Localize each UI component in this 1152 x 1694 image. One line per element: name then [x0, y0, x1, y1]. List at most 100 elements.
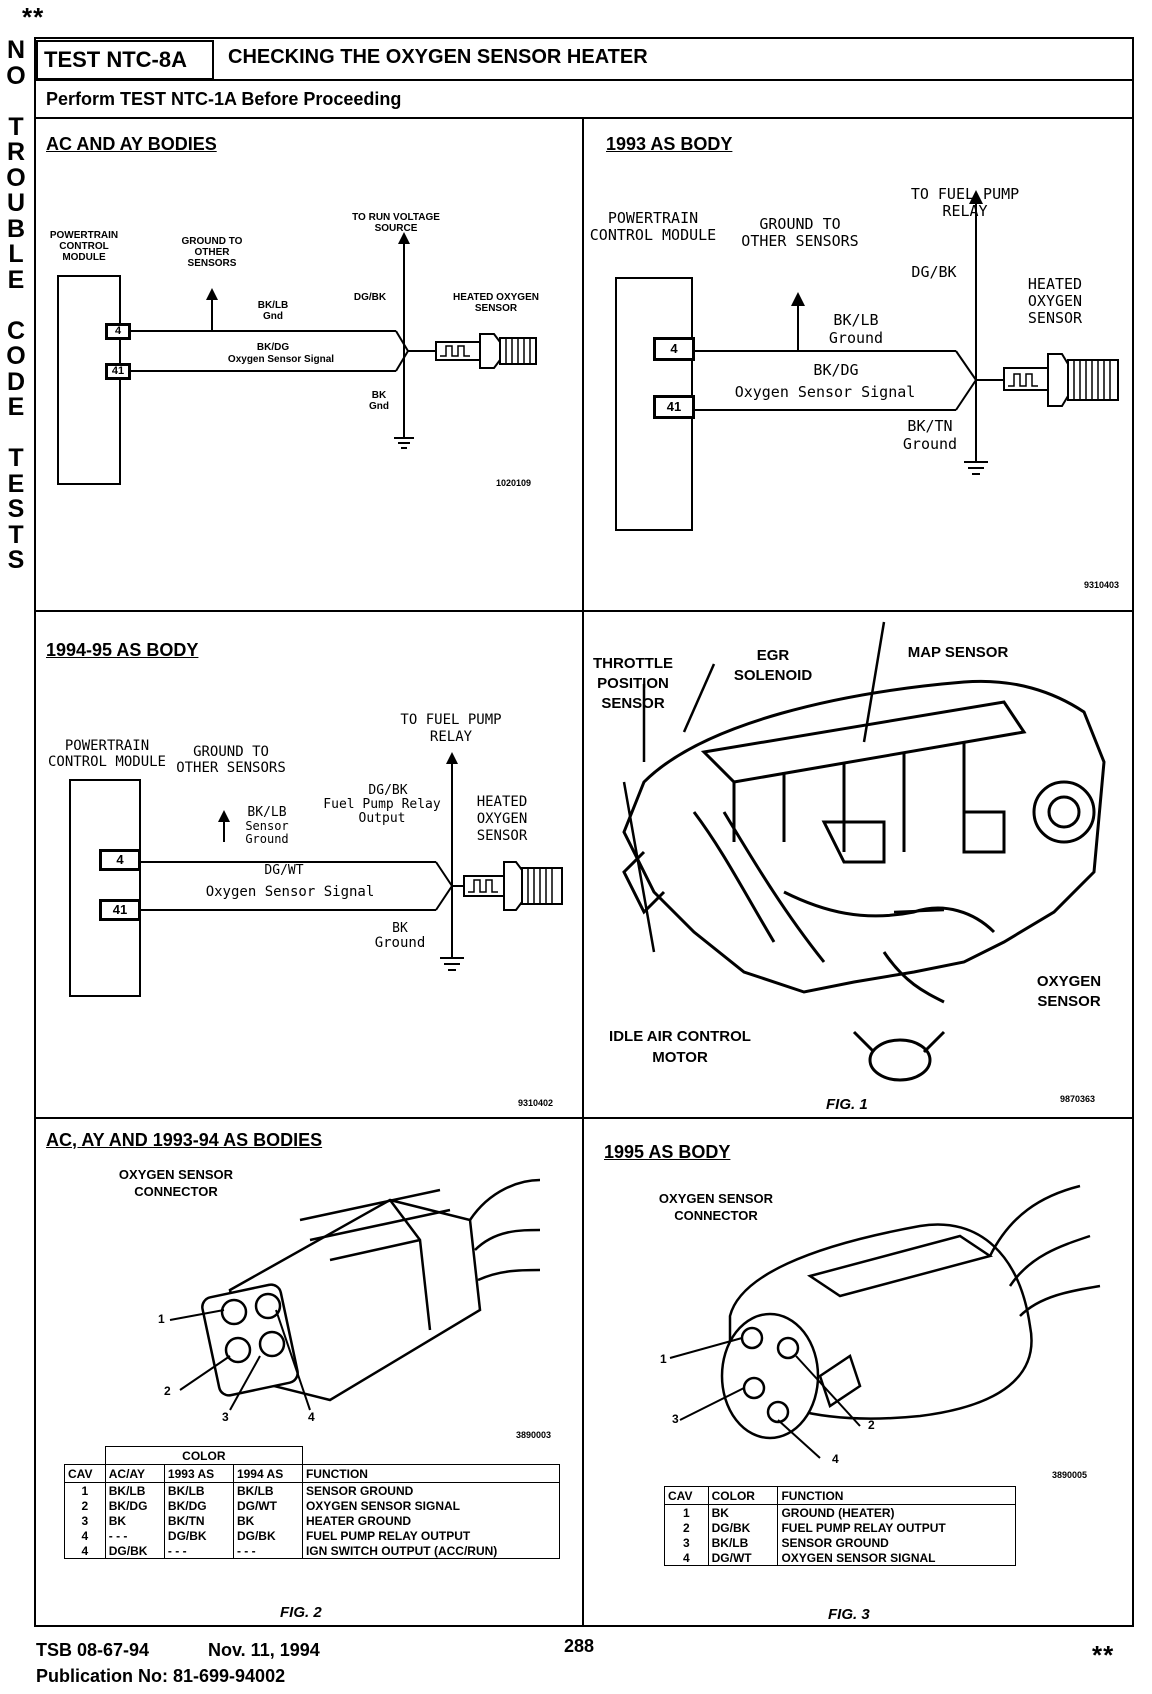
pin-label-4: 4	[832, 1452, 839, 1466]
fuel-pump-relay-output: Fuel Pump Relay Output	[323, 797, 441, 826]
figure-code: 3890005	[1052, 1470, 1088, 1480]
table-header: FUNCTION	[301, 1464, 561, 1483]
footer-publication: Publication No: 81-699-94002	[36, 1666, 286, 1686]
ground-other-label: GROUND TO OTHER SENSORS	[181, 236, 243, 269]
wire-bk-gnd: Gnd	[369, 401, 389, 412]
idle-air-control-motor-label: IDLE AIR CONTROL MOTOR	[609, 1028, 751, 1066]
figure-code: 1020109	[496, 478, 532, 488]
pcm-label: POWERTRAIN CONTROL MODULE	[47, 738, 166, 770]
pin-41: 41	[106, 364, 130, 379]
sidebar-letter: U	[6, 189, 26, 217]
wire-bklb: BK/LB	[257, 300, 289, 311]
pin-label-2: 2	[164, 1384, 171, 1398]
pin-4: 4	[100, 850, 140, 870]
pin-4: 4	[654, 338, 694, 360]
wire-bk: BK	[392, 921, 408, 936]
table-row: 3 BK BK/TN BK HEATER GROUND	[64, 1513, 561, 1528]
connector-illustration-fig3	[669, 1184, 1101, 1459]
sidebar-letter: L	[8, 240, 24, 268]
footer-page-number: 288	[564, 1636, 595, 1656]
column-divider	[582, 119, 584, 1627]
test-id: TEST NTC-8A	[36, 40, 214, 80]
sidebar-letter	[4, 293, 28, 319]
pcm-label: POWERTRAIN CONTROL MODULE	[589, 209, 717, 244]
to-fuel-label: TO FUEL PUMP RELAY	[400, 712, 502, 745]
pin-label-1: 1	[660, 1352, 667, 1366]
ground-other-label: GROUND TO OTHER SENSORS	[176, 744, 286, 776]
map-sensor-label: MAP SENSOR	[907, 644, 1009, 661]
pinout-table-fig3: CAV COLOR FUNCTION 1 BK GROUND (HEATER) …	[664, 1486, 1016, 1566]
wire-gnd: Gnd	[263, 311, 283, 322]
figure-code: 9310402	[518, 1098, 554, 1108]
engine-illustration	[622, 621, 1106, 1082]
panel-title-1994-95-as: 1994-95 AS BODY	[46, 640, 199, 660]
wire-signal: Oxygen Sensor Signal	[734, 383, 916, 401]
table-row: 3 BK/LB SENSOR GROUND	[664, 1535, 1016, 1550]
figure-code: 9870363	[1060, 1094, 1096, 1104]
top-revision-marker: **	[22, 2, 45, 32]
wire-ground: Ground	[828, 329, 884, 347]
sidebar-letter: E	[7, 469, 25, 498]
sidebar-letter: S	[7, 495, 25, 523]
pin-41: 41	[100, 900, 140, 920]
pin-label-3: 3	[222, 1410, 229, 1424]
sidebar-letter: E	[7, 265, 25, 294]
pin-label-3: 3	[672, 1412, 679, 1426]
table-header: AC/AY	[104, 1464, 165, 1483]
wire-bktn: BK/TN	[907, 417, 953, 435]
wire-dgbk: DG/BK	[911, 263, 957, 281]
table-header: CAV	[64, 1464, 106, 1483]
sidebar-letter: O	[6, 163, 26, 192]
sidebar-letter: C	[6, 316, 26, 345]
wire-signal: Oxygen Sensor Signal	[227, 354, 335, 365]
header-row	[34, 37, 1134, 81]
figure-caption: FIG. 3	[828, 1606, 870, 1623]
row-divider	[34, 610, 1134, 612]
sidebar-letter: E	[7, 393, 25, 421]
sidebar-letter: T	[8, 112, 24, 141]
pcm-label: POWERTRAIN CONTROL MODULE	[49, 230, 119, 263]
pin-4: 4	[106, 324, 130, 339]
table-header: CAV	[664, 1486, 709, 1505]
panel-title-ac-ay: AC AND AY BODIES	[46, 134, 217, 154]
page-frame	[34, 37, 1134, 1627]
figure-code: 3890003	[516, 1430, 552, 1440]
pin-41: 41	[654, 396, 694, 418]
table-header: 1994 AS	[232, 1464, 303, 1483]
footer-tsb: TSB 08-67-94	[36, 1640, 150, 1660]
oxygen-sensor-label: OXYGEN SENSOR	[1036, 973, 1102, 1010]
table-header: 1993 AS	[163, 1464, 234, 1483]
table-header: COLOR	[707, 1486, 779, 1505]
footer-date: Nov. 11, 1994	[208, 1640, 320, 1660]
egr-solenoid-label: EGR SOLENOID	[733, 647, 813, 684]
color-header: COLOR	[104, 1446, 303, 1465]
sidebar-letter: N	[6, 36, 26, 64]
table-row: 4 DG/BK - - - - - - IGN SWITCH OUTPUT (A…	[64, 1543, 561, 1559]
to-run-label: TO RUN VOLTAGE SOURCE	[352, 212, 440, 234]
connector-illustration-fig2	[169, 1178, 540, 1411]
panel-title-1995-as: 1995 AS BODY	[604, 1142, 731, 1162]
sidebar-letter: R	[6, 138, 26, 166]
wire-dgbk: DG/BK	[353, 292, 387, 303]
sidebar-section-label: N O T R O U B L E C O D E T E S T S	[4, 36, 28, 574]
wire-bklb: BK/LB	[247, 805, 287, 820]
sensor-ground: Sensor Ground	[245, 819, 289, 846]
connector-label: OXYGEN SENSOR CONNECTOR	[658, 1191, 774, 1223]
sidebar-letter: O	[6, 342, 26, 370]
sidebar-letter: D	[6, 367, 26, 396]
wire-bkdg: BK/DG	[813, 361, 859, 379]
panel-title-ac-ay-1993-94: AC, AY AND 1993-94 AS BODIES	[46, 1130, 323, 1150]
table-row: 2 DG/BK FUEL PUMP RELAY OUTPUT	[664, 1520, 1016, 1535]
wire-dgwt: DG/WT	[264, 863, 304, 878]
ground-other-label: GROUND TO OTHER SENSORS	[741, 215, 859, 250]
wire-dgbk: DG/BK	[368, 783, 408, 798]
figure-caption: FIG. 1	[826, 1096, 868, 1113]
table-row: 1 BK/LB BK/LB BK/LB SENSOR GROUND	[64, 1482, 561, 1498]
figure-code: 9310403	[1084, 580, 1120, 590]
throttle-position-sensor-label: THROTTLE POSITION SENSOR	[593, 655, 673, 712]
sidebar-letter: T	[8, 444, 24, 472]
figure-caption: FIG. 2	[280, 1604, 322, 1621]
pin-label-4: 4	[308, 1410, 315, 1424]
table-row: 2 BK/DG BK/DG DG/WT OXYGEN SENSOR SIGNAL	[64, 1498, 561, 1513]
table-row: 4 DG/WT OXYGEN SENSOR SIGNAL	[664, 1550, 1016, 1566]
